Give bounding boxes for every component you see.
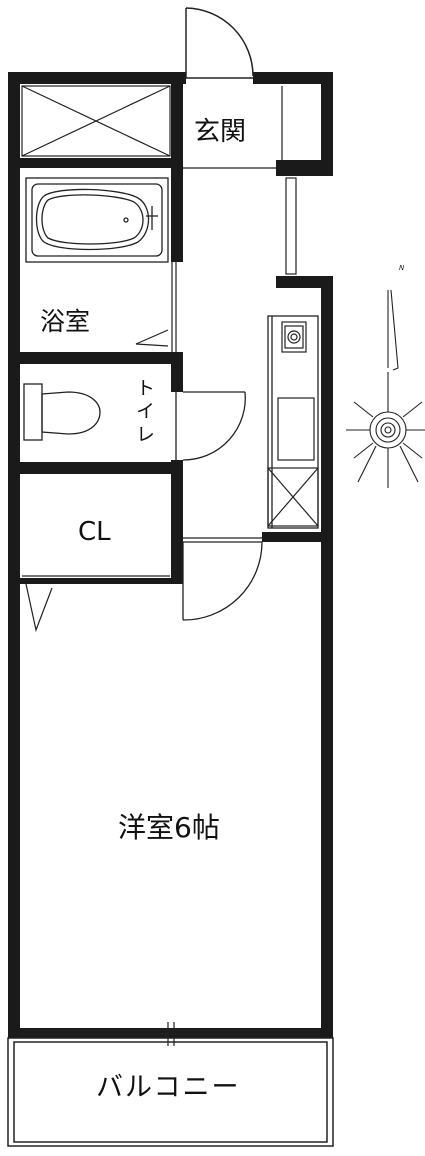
outer-walls bbox=[8, 72, 333, 1038]
alcove-window bbox=[285, 177, 297, 275]
balcony bbox=[7, 1037, 334, 1147]
toilet-label: トイレ bbox=[133, 378, 155, 447]
closet-label: CL bbox=[78, 517, 111, 547]
front-door bbox=[185, 7, 254, 79]
toilet-icon bbox=[23, 383, 101, 441]
bathtub-icon bbox=[25, 177, 169, 263]
closet-door bbox=[22, 575, 170, 633]
compass-north-label: N bbox=[399, 264, 405, 272]
balcony-label: バルコニー bbox=[96, 1072, 240, 1103]
western-room-label: 洋室6帖 bbox=[118, 811, 220, 844]
interior-walls bbox=[8, 72, 333, 584]
kitchen-counter bbox=[267, 315, 319, 529]
compass-icon bbox=[346, 289, 425, 488]
bath-door bbox=[135, 262, 177, 352]
storage-box bbox=[21, 85, 171, 157]
room-door bbox=[182, 537, 263, 621]
bath-label: 浴室 bbox=[40, 307, 90, 336]
sink-icon bbox=[277, 397, 315, 461]
toilet-door bbox=[175, 391, 246, 461]
entrance-label: 玄関 bbox=[194, 117, 246, 147]
entrance-floor bbox=[183, 86, 283, 169]
stove-icon bbox=[281, 321, 307, 353]
fridge-space bbox=[267, 467, 319, 527]
